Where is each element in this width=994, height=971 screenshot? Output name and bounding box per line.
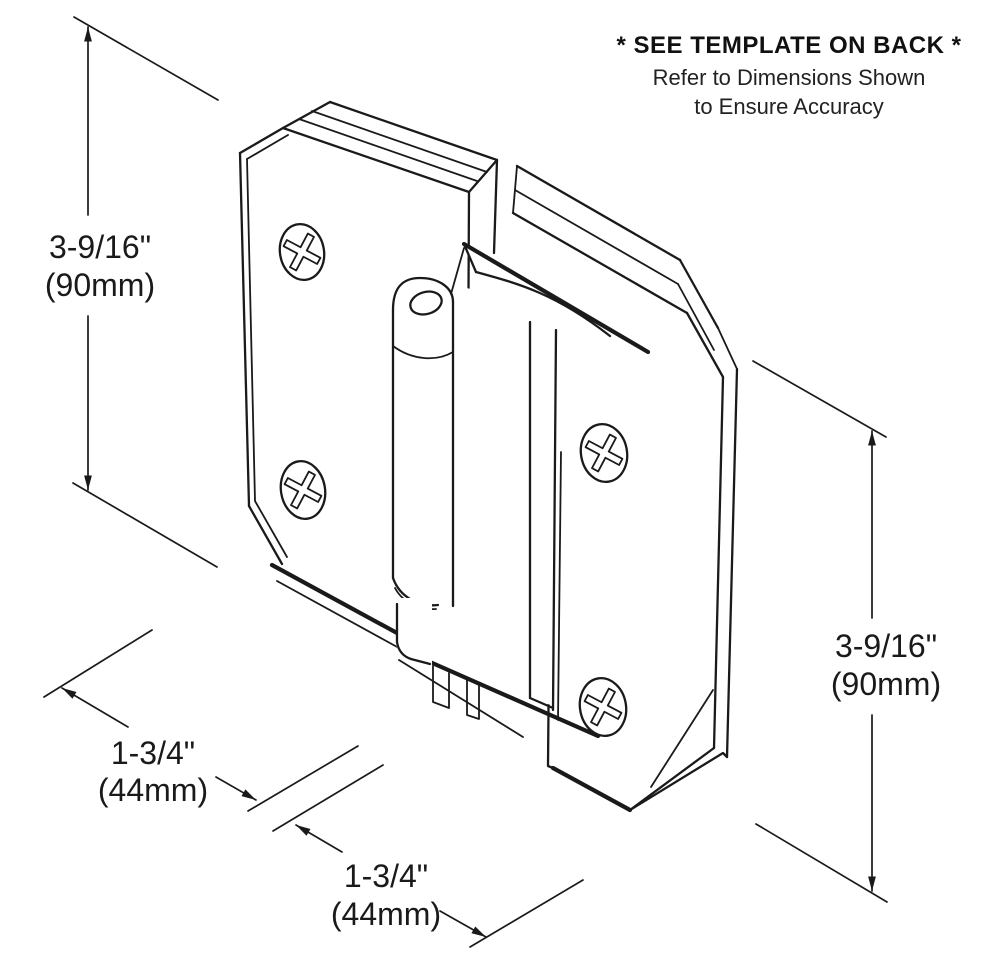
right-plate-back-top-edge	[515, 164, 682, 262]
hinge-drawing	[238, 100, 740, 814]
leaf-band-right	[551, 328, 558, 712]
extension-line	[247, 745, 359, 812]
right-glass-chamfer	[677, 283, 715, 351]
left-glass-edge-1	[298, 118, 478, 182]
leaf-fill	[453, 285, 556, 706]
barrel-housing-corner	[395, 640, 432, 666]
barrel-housing-fill	[396, 598, 432, 666]
extension-line	[755, 823, 888, 903]
pivot-hole	[409, 290, 443, 316]
left-plate-chamfer-top	[238, 126, 285, 155]
right-plate-top-edge	[511, 211, 689, 315]
dimension-label-metric: (90mm)	[831, 666, 941, 702]
right-glass-edge	[514, 189, 679, 285]
left-plate-chamfer-inner	[246, 134, 289, 160]
phillips-screw-top-left	[278, 223, 326, 281]
right-plate-left-inner	[557, 451, 562, 721]
knuckle-tab2	[466, 679, 480, 720]
phillips-screw-top-right	[579, 423, 629, 483]
note-line-1: * SEE TEMPLATE ON BACK *	[617, 32, 962, 59]
left-plate-bottom-edge	[269, 562, 400, 636]
screws	[278, 223, 629, 737]
hinge-arm	[461, 241, 651, 355]
extension-line	[752, 360, 887, 438]
note-line-2: Refer to Dimensions Shown	[653, 65, 926, 90]
dimension-left-height: 3-9/16" (90mm)	[45, 16, 219, 568]
dimension-label-inches: 3-9/16"	[49, 229, 151, 265]
leaf-bottom-edge	[427, 659, 601, 739]
extension-line	[469, 879, 584, 948]
right-plate-right-edge	[712, 375, 725, 750]
dimension-right-height: 3-9/16" (90mm)	[752, 360, 941, 903]
dimension-arrow-downright	[439, 910, 487, 938]
phillips-cross-icon	[583, 687, 623, 727]
template-note: * SEE TEMPLATE ON BACK * Refer to Dimens…	[617, 32, 962, 119]
left-plate-left-edge	[238, 151, 251, 508]
barrel-fill	[393, 278, 453, 609]
left-plate-bottom-edge-2	[276, 580, 400, 649]
right-plate-fill	[513, 162, 740, 814]
right-plate-back-chamfer	[678, 258, 720, 330]
barrel-dome	[391, 276, 455, 312]
right-plate-bottom-thickness	[628, 751, 729, 812]
barrel-lug-base	[392, 345, 454, 360]
dimension-left-width: 1-3/4" (44mm)	[43, 629, 359, 812]
right-plate-chamfer-bottom	[628, 746, 716, 812]
dimension-arrow-upleft	[61, 687, 129, 728]
right-mounting-plate	[511, 162, 740, 814]
dimension-right-width: 1-3/4" (44mm)	[272, 764, 584, 948]
right-plate-chamfer-top	[685, 311, 725, 379]
arm-bottom-edge	[474, 270, 612, 338]
left-plate-inner-parallel	[246, 158, 288, 558]
arm-top-edge	[461, 241, 651, 355]
right-plate-corner-facet	[650, 689, 714, 788]
phillips-cross-icon	[584, 433, 624, 473]
left-plate-top-corner	[281, 100, 332, 130]
dimension-arrow-upleft	[295, 824, 343, 853]
right-plate-bottom-edge	[550, 765, 633, 813]
left-plate-top-edge	[281, 126, 471, 194]
note-line-3: to Ensure Accuracy	[694, 94, 884, 119]
phillips-cross-icon	[283, 470, 323, 510]
dimension-label-metric: (90mm)	[45, 267, 155, 303]
dimension-label-metric: (44mm)	[331, 896, 441, 932]
left-plate-back-top-edge	[328, 100, 499, 162]
right-plate-back-right-edge	[725, 367, 739, 759]
dimension-label-inches: 1-3/4"	[111, 735, 195, 771]
extension-line	[43, 629, 153, 698]
extension-line	[272, 764, 384, 832]
right-plate-right-inner	[717, 327, 738, 370]
phillips-cross-icon	[282, 232, 322, 272]
knuckle-tab1	[432, 665, 450, 709]
dimension-label-inches: 3-9/16"	[835, 628, 937, 664]
phillips-screw-bottom-right	[578, 677, 628, 737]
phillips-screw-bottom-left	[279, 460, 327, 520]
hinge-leaf	[398, 285, 601, 739]
barrel-notch	[450, 247, 465, 295]
arm-left-edge	[462, 242, 478, 274]
hinge-barrel	[391, 247, 465, 666]
extension-line	[73, 16, 219, 101]
leaf-bottom-edge-2	[398, 659, 524, 738]
left-plate-chamfer-bottom	[247, 504, 284, 566]
left-glass-edge-2	[311, 110, 488, 173]
lower-knuckle	[432, 665, 480, 720]
extension-line	[72, 482, 218, 568]
left-plate-end-cap	[467, 158, 499, 255]
dimension-arrow-downright	[215, 776, 257, 801]
dimension-label-inches: 1-3/4"	[344, 858, 428, 894]
leaf-bottom-connector	[528, 696, 555, 710]
dimension-label-metric: (44mm)	[98, 772, 208, 808]
